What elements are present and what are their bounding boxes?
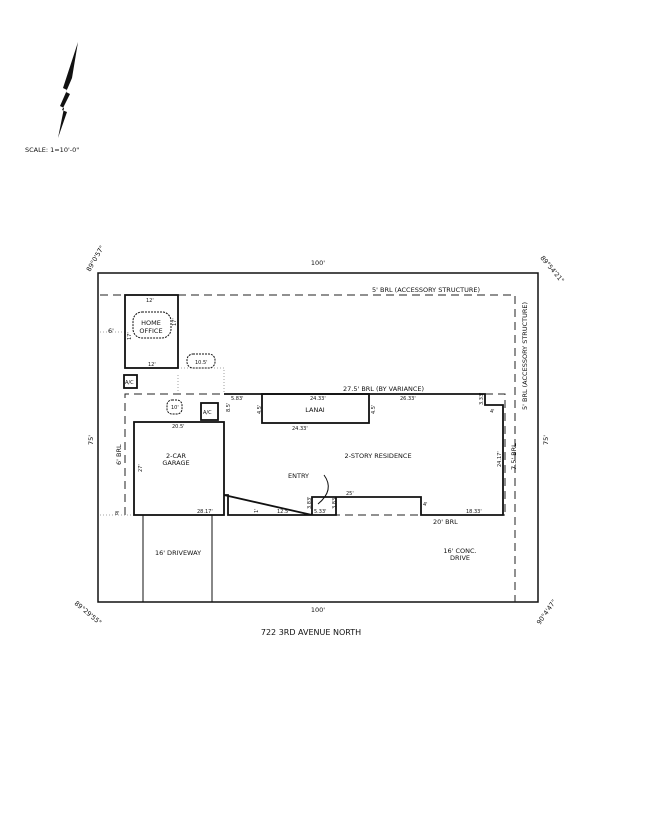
bearing-top-right: 89°54'21" [538,254,565,284]
home-office-cloud [132,311,172,339]
scale-label: SCALE: 1=10'-0" [25,146,79,154]
entry-door-swing [317,474,329,505]
dim-e: 24.17' [497,451,503,467]
office-right-dim: 17' [172,318,178,326]
driveway [142,515,213,602]
home-office-label-1: HOME [141,319,161,327]
dim-m: 3.83' [332,496,338,509]
garage-left-dim: 27' [138,464,144,472]
lanai-right-dim: 4.5' [371,405,377,414]
office-offset-dim: 6' [108,327,114,335]
entry-label: ENTRY [288,472,309,480]
setback-front-label: 20' BRL [433,518,458,526]
lot-boundary [97,272,539,603]
ac-label-2: A/C [203,410,212,416]
offset-lines [100,331,225,516]
office-bottom-dim: 12' [148,362,156,368]
setback-right-accessory-label: 5' BRL (ACCESSORY STRUCTURE) [521,302,529,410]
bearing-bottom-left: 89°29'55" [73,599,103,626]
dim-c: 3.33' [479,392,485,405]
driveway-label: 16' DRIVEWAY [155,549,201,557]
garage-bottom-dim: 28.17' [197,509,213,515]
setback-left-label: 6' BRL [115,444,123,465]
lanai-top-dim: 24.33' [310,396,326,402]
dim-l: 3.83' [307,496,313,509]
lot-top-dim: 100' [311,259,325,267]
cloud-dist-1-label: 10.5' [195,360,208,366]
lanai-bottom-dim: 24.33' [292,426,308,432]
cloud-dist-1 [186,353,216,369]
variance-setback-line [124,393,506,515]
dim-i: 12.5' [277,509,290,515]
lot-bottom-dim: 100' [311,606,325,614]
residence-outline [223,393,504,516]
ac-label-1: A/C [125,380,134,386]
home-office [124,294,179,369]
ac-unit-1 [123,374,138,389]
setback-top-label: 5' BRL (ACCESSORY STRUCTURE) [372,286,480,294]
dim-b: 26.33' [400,396,416,402]
bearing-top-left: 89°0'57" [85,244,106,273]
garage [133,421,225,516]
dim-f: 25' [346,491,354,497]
setback-variance-label: 27.5' BRL (BY VARIANCE) [343,385,424,393]
lanai-label: LANAI [305,406,325,414]
lot-right-dim: 75' [542,435,550,445]
ac-unit-2 [200,402,219,421]
dim-h: 18.33' [466,509,482,515]
dim-n: 8.5' [226,403,232,412]
home-office-label-2: OFFICE [139,327,162,335]
setback-right-label: 7.5' BRL [510,443,518,470]
office-top-dim: 12' [146,298,154,304]
lot-left-dim: 75' [87,435,95,445]
dim-k: 5.33' [314,509,327,515]
residence-label: 2-STORY RESIDENCE [344,452,411,460]
conc-drive-label-2: DRIVE [450,554,470,562]
dim-j: 1' [254,508,260,513]
north-arrow-icon [58,42,78,138]
garage-top-dim: 20.5' [172,424,185,430]
dim-g: 4' [423,502,428,508]
lanai-left-dim: 4.5' [257,405,263,414]
dim-a: 5.83' [231,396,244,402]
address-label: 722 3RD AVENUE NORTH [261,628,361,637]
garage-offset-dim: 8' [115,511,120,517]
cloud-dist-2-label: 10' [171,405,179,411]
conc-drive-label-1: 16' CONC. [443,547,476,555]
dim-d: 4' [490,409,495,415]
lanai [261,393,370,424]
office-left-dim: 17' [127,332,133,340]
garage-label-2: GARAGE [162,459,189,467]
garage-label-1: 2-CAR [166,452,186,460]
